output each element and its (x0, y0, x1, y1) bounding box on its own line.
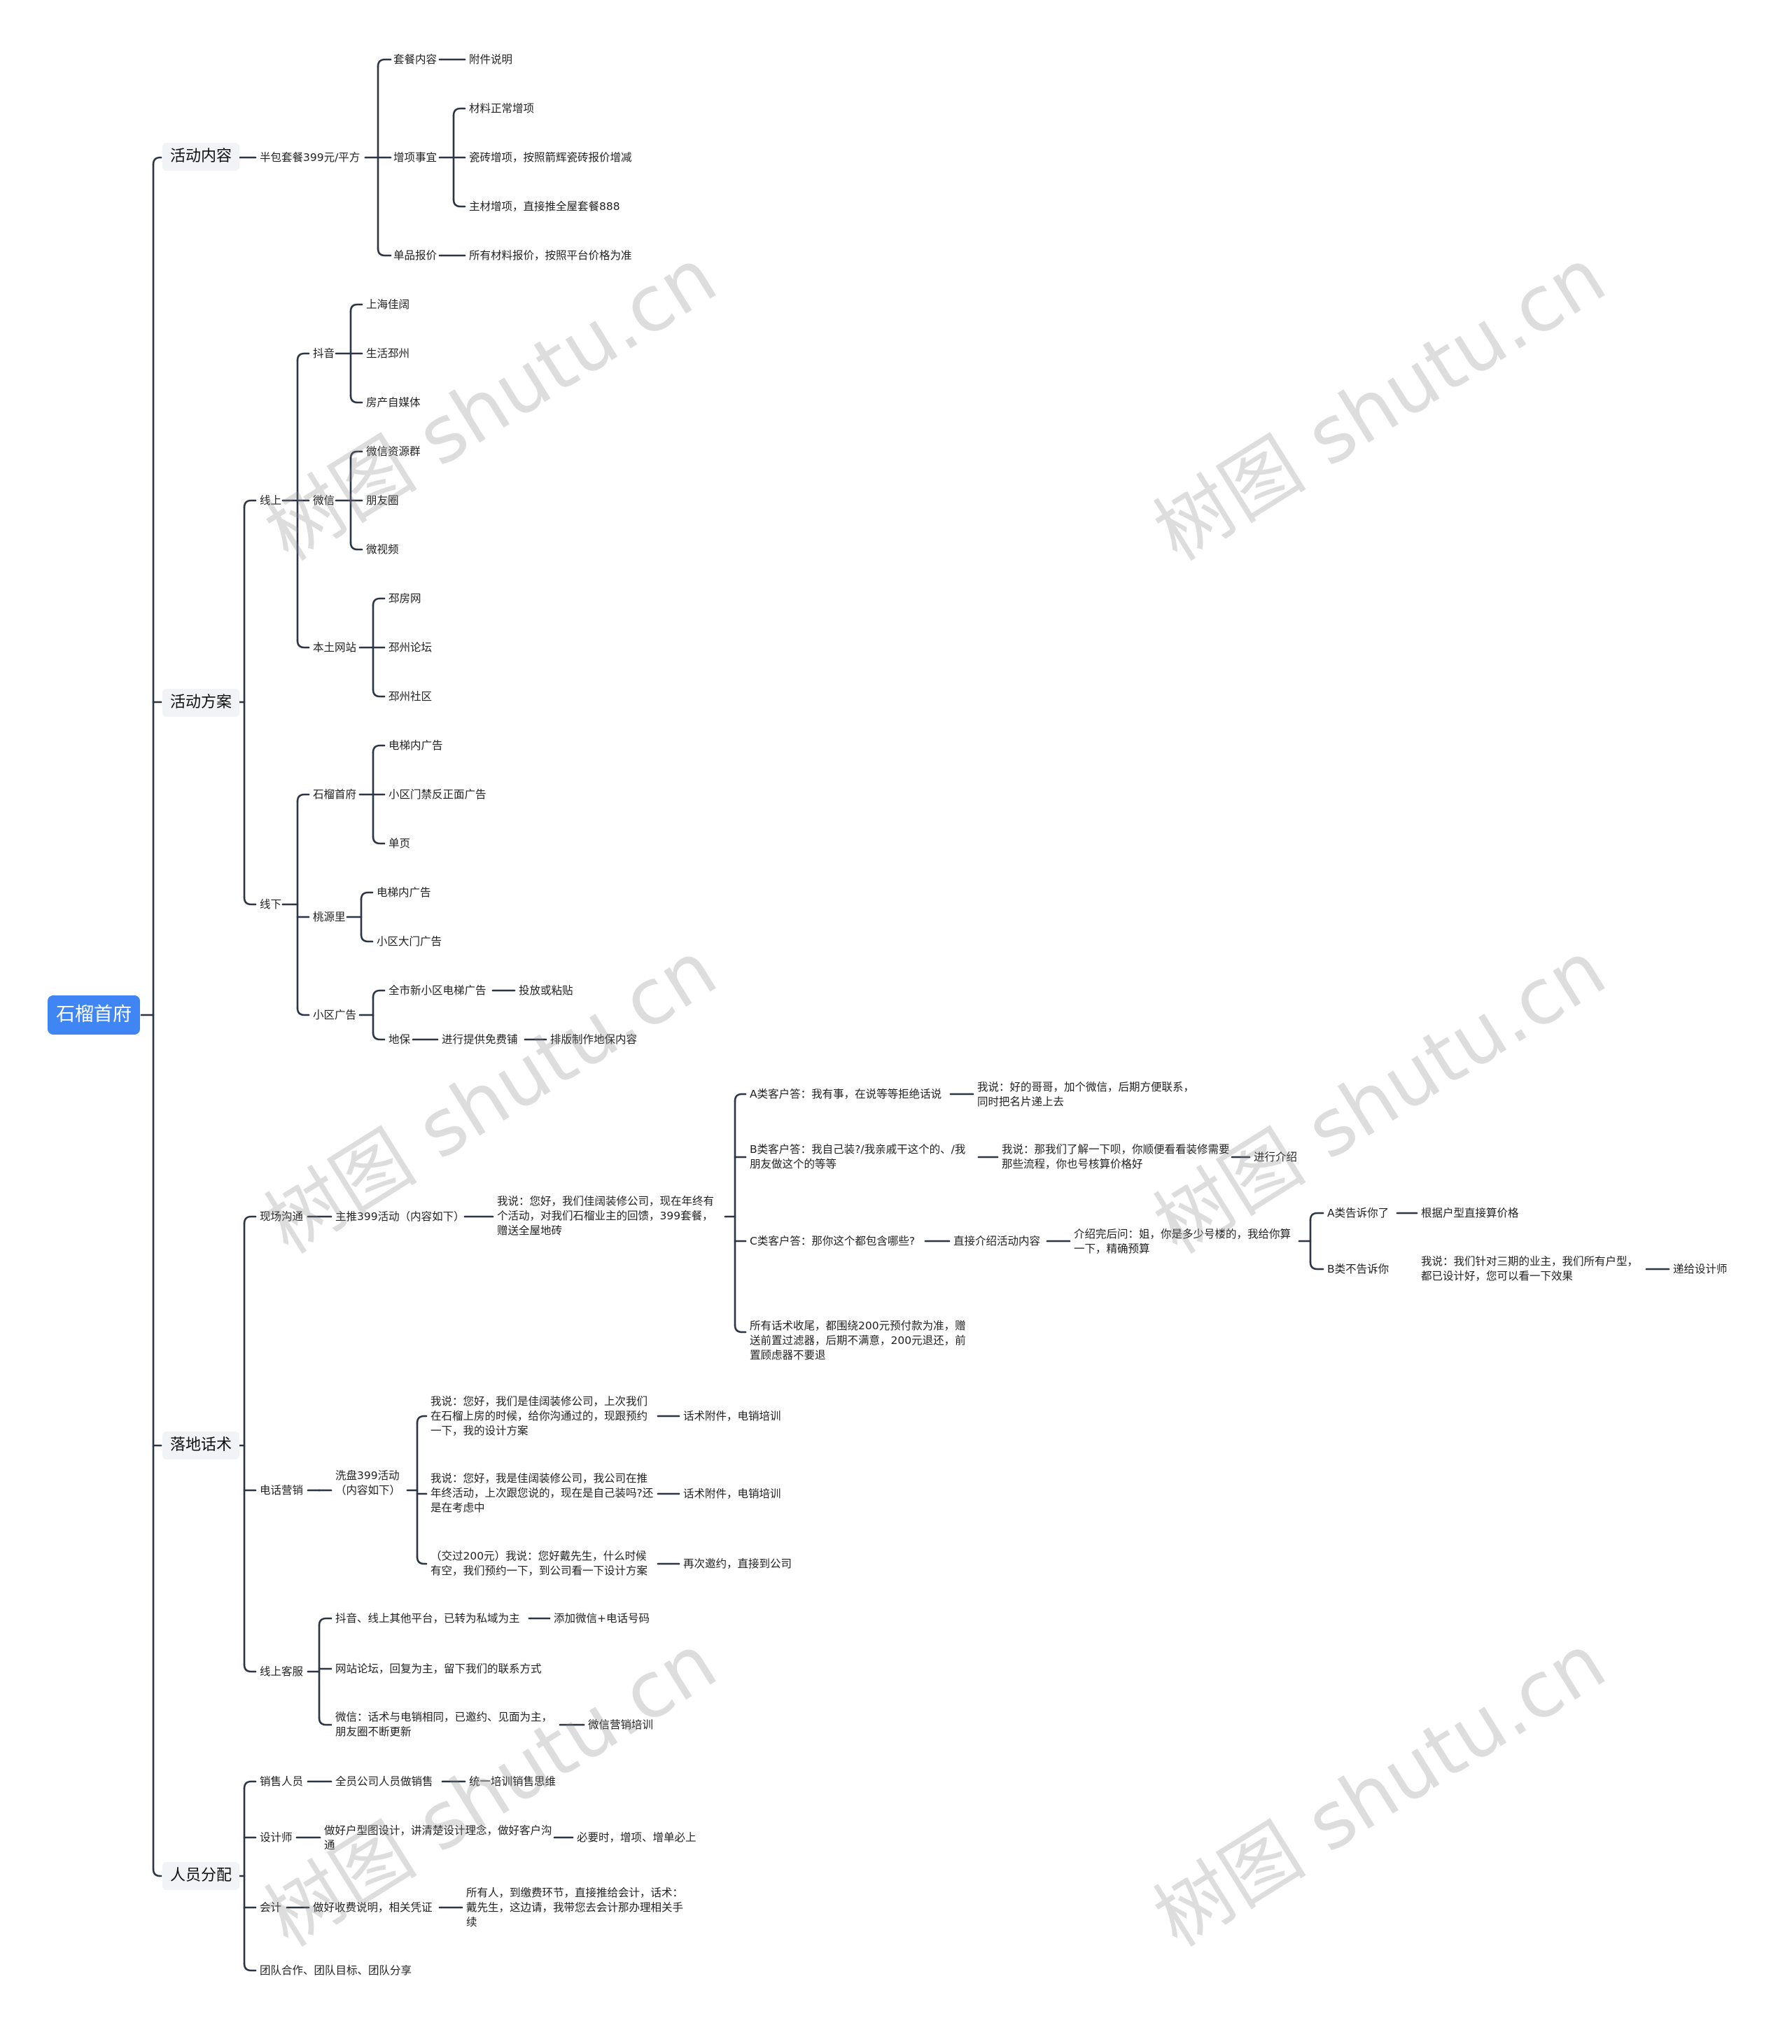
node-site-1[interactable]: 邳房网 (388, 592, 421, 605)
node-sales-1[interactable]: 全员公司人员做销售 (335, 1775, 433, 1788)
node-douyin-3[interactable]: 房产自媒体 (366, 396, 421, 409)
node-community-1-note[interactable]: 投放或粘贴 (519, 984, 573, 997)
node-c-b-not-next[interactable]: 递给设计师 (1673, 1263, 1728, 1275)
node-cs-1[interactable]: 抖音、线上其他平台，已转为私域为主 (335, 1612, 520, 1625)
node-cs-1-next[interactable]: 添加微信+电话号码 (554, 1612, 650, 1625)
node-taoyuan[interactable]: 桃源里 (313, 911, 346, 923)
node-community-1[interactable]: 全市新小区电梯广告 (388, 984, 486, 997)
node-shiliu[interactable]: 石榴首府 (313, 788, 357, 801)
node-site-2[interactable]: 邳州论坛 (388, 641, 433, 654)
node-accountant-1[interactable]: 做好收费说明，相关凭证 (313, 1901, 433, 1914)
node-onsite[interactable]: 现场沟通 (260, 1210, 304, 1223)
branch-staffing[interactable]: 人员分配 (162, 1862, 240, 1890)
node-accountant[interactable]: 会计 (260, 1901, 282, 1914)
branch-activity-plan[interactable]: 活动方案 (162, 689, 240, 717)
node-onsite-say[interactable]: 我说：您好，我们佳阔装修公司，现在年终有个活动，对我们石榴业主的回馈，399套餐… (497, 1195, 715, 1237)
branch-activity-content[interactable]: 活动内容 (162, 143, 240, 171)
node-offline[interactable]: 线下 (260, 898, 282, 911)
node-extra-3[interactable]: 主材增项，直接推全屋套餐888 (469, 200, 620, 213)
node-taoyuan-2[interactable]: 小区大门广告 (377, 935, 442, 948)
node-phone-main[interactable]: 洗盘399活动（内容如下） (335, 1469, 401, 1497)
node-cs-2[interactable]: 网站论坛，回复为主，留下我们的联系方式 (335, 1662, 542, 1675)
node-wechat-1[interactable]: 微信资源群 (366, 445, 421, 458)
node-team[interactable]: 团队合作、团队目标、团队分享 (260, 1964, 412, 1977)
node-phone-say-3[interactable]: （交过200元）我说：您好戴先生，什么时候有空，我们预约一下，到公司看一下设计方… (430, 1550, 648, 1577)
node-a-type-reply[interactable]: 我说：好的哥哥，加个微信，后期方便联系，同时把名片递上去 (977, 1081, 1195, 1108)
node-extra-2[interactable]: 瓷砖增项，按照箭辉瓷砖报价增减 (469, 151, 632, 164)
node-phone-say-2[interactable]: 我说：您好，我是佳阔装修公司，我公司在推年终活动，上次跟您说的，现在是自己装吗?… (430, 1472, 654, 1514)
node-cs-3-next[interactable]: 微信营销培训 (588, 1718, 654, 1731)
node-onsite-main[interactable]: 主推399活动（内容如下） (335, 1210, 465, 1223)
node-community-ads[interactable]: 小区广告 (313, 1009, 357, 1021)
node-accountant-2[interactable]: 所有人，到缴费环节，直接推给会计，话术：戴先生，这边请，我带您去会计那办理相关手… (466, 1886, 684, 1928)
node-c-b-not[interactable]: B类不告诉你 (1327, 1263, 1390, 1275)
node-online-cs[interactable]: 线上客服 (260, 1665, 304, 1678)
node-phone-say-1[interactable]: 我说：您好，我们是佳阔装修公司，上次我们在石榴上房的时候，给你沟通过的，现跟预约… (430, 1395, 648, 1437)
root-node[interactable]: 石榴首府 (48, 995, 140, 1035)
node-floor-guard[interactable]: 地保 (388, 1033, 411, 1046)
node-wechat-3[interactable]: 微视频 (366, 543, 399, 556)
node-cs-3[interactable]: 微信：话术与电销相同，已邀约、见面为主，朋友圈不断更新 (335, 1711, 553, 1738)
node-douyin-1[interactable]: 上海佳阔 (366, 298, 410, 311)
node-c-type-reply[interactable]: 直接介绍活动内容 (953, 1235, 1041, 1247)
node-b-type[interactable]: B类客户答：我自己装?/我亲戚干这个的、/我朋友做这个的等等 (750, 1143, 966, 1170)
node-c-a-tell[interactable]: A类告诉你了 (1327, 1207, 1390, 1219)
node-designer[interactable]: 设计师 (260, 1831, 293, 1844)
node-shiliu-1[interactable]: 电梯内广告 (388, 739, 443, 752)
node-online[interactable]: 线上 (260, 494, 282, 507)
node-sales-2[interactable]: 统一培训销售思维 (469, 1775, 556, 1788)
node-unit-price[interactable]: 单品报价 (393, 249, 438, 262)
node-b-type-reply[interactable]: 我说：那我们了解一下呗，你顺便看看装修需要那些流程，你也号核算价格好 (1002, 1143, 1230, 1170)
node-package-content[interactable]: 套餐内容 (393, 53, 438, 66)
node-shiliu-3[interactable]: 单页 (388, 837, 411, 850)
node-c-a-tell-next[interactable]: 根据户型直接算价格 (1421, 1207, 1519, 1219)
branch-scripts[interactable]: 落地话术 (162, 1432, 240, 1460)
node-designer-2[interactable]: 必要时，增项、增单必上 (577, 1831, 696, 1844)
node-unit-price-note[interactable]: 所有材料报价，按照平台价格为准 (469, 249, 632, 262)
node-phone-say-3-next[interactable]: 再次邀约，直接到公司 (683, 1558, 792, 1570)
node-taoyuan-1[interactable]: 电梯内广告 (377, 886, 431, 899)
node-package-content-note[interactable]: 附件说明 (469, 53, 513, 66)
node-package[interactable]: 半包套餐399元/平方 (260, 151, 360, 164)
node-douyin-2[interactable]: 生活邳州 (366, 347, 410, 360)
node-douyin[interactable]: 抖音 (313, 347, 335, 360)
node-closing[interactable]: 所有话术收尾，都围绕200元预付款为准，赠送前置过滤器，后期不满意，200元退还… (750, 1320, 966, 1362)
node-a-type[interactable]: A类客户答：我有事，在说等等拒绝话说 (750, 1088, 942, 1100)
node-phone-say-1-next[interactable]: 话术附件，电销培训 (683, 1410, 781, 1422)
node-extra-1[interactable]: 材料正常增项 (469, 102, 535, 115)
node-designer-1[interactable]: 做好户型图设计，讲清楚设计理念，做好客户沟通 (324, 1824, 552, 1851)
node-wechat-2[interactable]: 朋友圈 (366, 494, 399, 507)
node-floor-guard-1[interactable]: 进行提供免费铺 (442, 1033, 518, 1046)
node-c-b-not-reply[interactable]: 我说：我们针对三期的业主，我们所有户型，都已设计好，您可以看一下效果 (1421, 1255, 1639, 1282)
node-local-sites[interactable]: 本土网站 (313, 641, 357, 654)
node-site-3[interactable]: 邳州社区 (388, 690, 433, 703)
node-phone[interactable]: 电话营销 (260, 1484, 304, 1497)
node-extra-items[interactable]: 增项事宜 (393, 151, 438, 164)
node-b-type-next[interactable]: 进行介绍 (1254, 1151, 1298, 1163)
node-phone-say-2-next[interactable]: 话术附件，电销培训 (683, 1488, 781, 1500)
node-floor-guard-2[interactable]: 排版制作地保内容 (550, 1033, 638, 1046)
node-c-type[interactable]: C类客户答：那你这个都包含哪些? (750, 1235, 916, 1247)
node-shiliu-2[interactable]: 小区门禁反正面广告 (388, 788, 486, 801)
node-wechat[interactable]: 微信 (313, 494, 335, 507)
node-c-type-after[interactable]: 介绍完后问：姐，你是多少号楼的，我给你算一下，精确预算 (1074, 1228, 1292, 1255)
node-sales[interactable]: 销售人员 (260, 1775, 304, 1788)
